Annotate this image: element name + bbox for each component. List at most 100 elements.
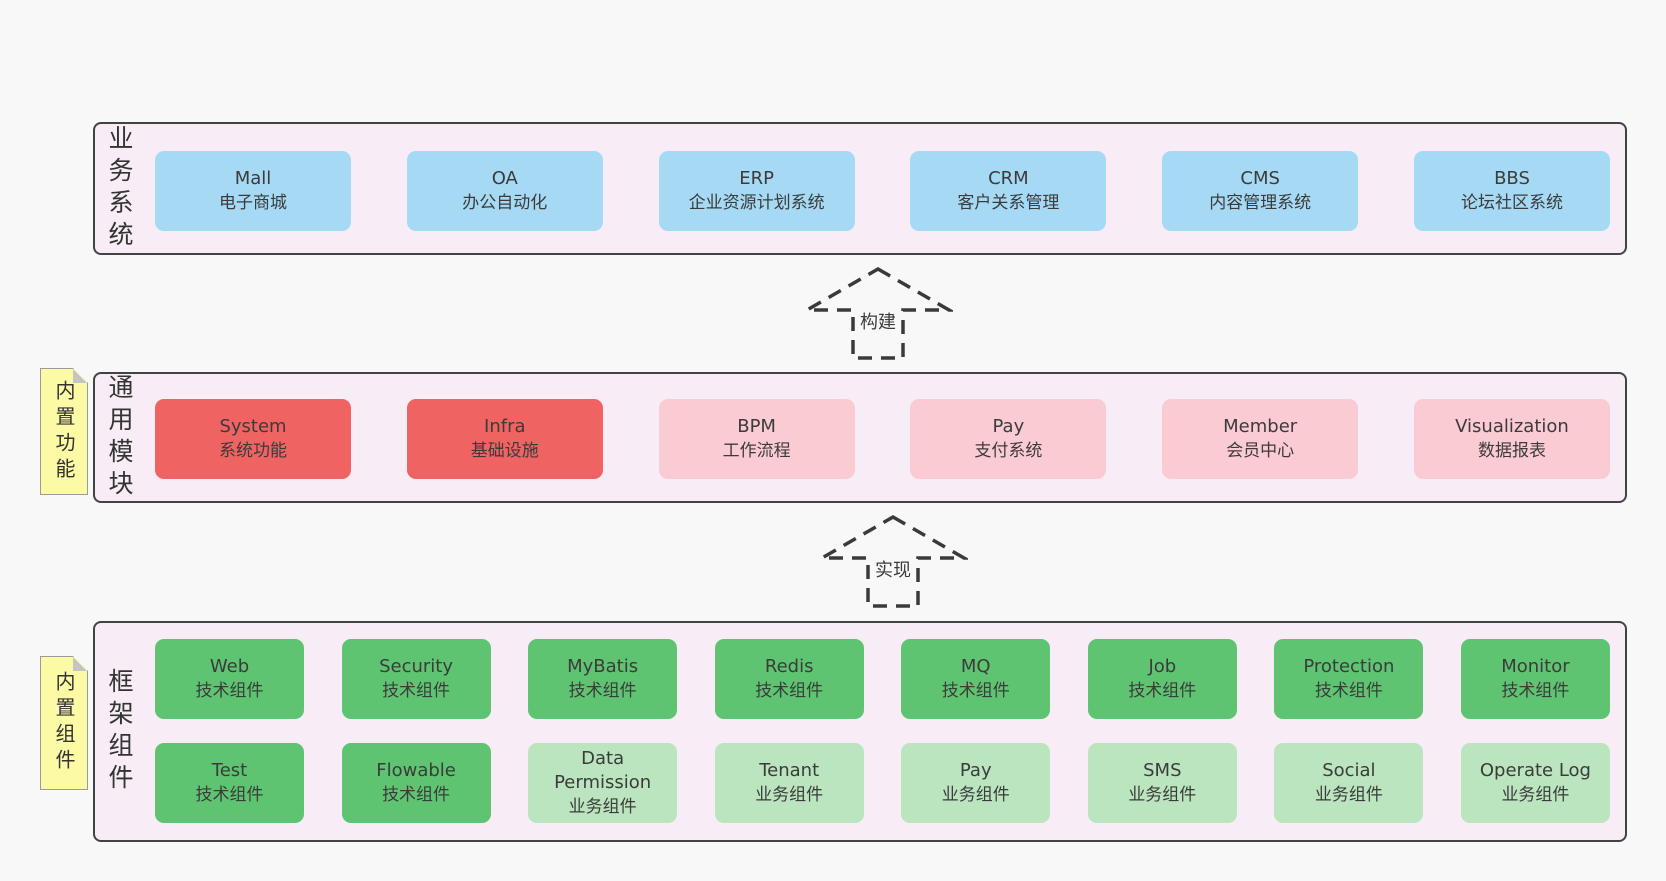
box-subtitle: 技术组件 — [382, 785, 451, 805]
box-title: Flowable — [376, 760, 456, 781]
box-erp: ERP 企业资源计划系统 — [658, 151, 855, 231]
box-subtitle: 技术组件 — [195, 785, 264, 805]
box-subtitle: 会员中心 — [1226, 441, 1295, 461]
box-title: Web — [209, 656, 250, 677]
box-operate-log: Operate Log 业务组件 — [1460, 743, 1610, 823]
box-subtitle: 系统功能 — [219, 441, 287, 461]
box-subtitle: 内容管理系统 — [1209, 193, 1312, 213]
box-job: Job 技术组件 — [1087, 639, 1237, 719]
box-title: SMS — [1143, 760, 1182, 781]
box-subtitle: 业务组件 — [568, 797, 637, 817]
build-arrow-label: 构建 — [856, 307, 900, 335]
box-title: Job — [1148, 656, 1177, 677]
box-subtitle: 办公自动化 — [462, 193, 548, 213]
box-pay: Pay 业务组件 — [901, 743, 1051, 823]
box-title: Infra — [484, 416, 526, 437]
box-title: Pay — [959, 760, 992, 781]
box-system: System 系统功能 — [155, 399, 351, 479]
box-title: Data Permission — [554, 748, 652, 793]
box-title: Mall — [234, 168, 272, 189]
box-member: Member 会员中心 — [1162, 399, 1359, 479]
box-protection: Protection 技术组件 — [1274, 639, 1424, 719]
layer-label-business-systems: 业务系统 — [105, 124, 134, 253]
box-subtitle: 企业资源计划系统 — [688, 193, 825, 213]
box-subtitle: 业务组件 — [941, 785, 1010, 805]
box-subtitle: 业务组件 — [1501, 785, 1570, 805]
box-subtitle: 基础设施 — [470, 441, 539, 461]
box-oa: OA 办公自动化 — [406, 151, 603, 231]
box-subtitle: 技术组件 — [1128, 681, 1197, 701]
box-subtitle: 客户关系管理 — [957, 193, 1060, 213]
box-title: BBS — [1494, 168, 1530, 189]
box-subtitle: 技术组件 — [568, 681, 637, 701]
box-title: CMS — [1240, 168, 1280, 189]
box-subtitle: 业务组件 — [1314, 785, 1383, 805]
box-subtitle: 技术组件 — [941, 681, 1010, 701]
box-title: Operate Log — [1479, 760, 1591, 781]
box-cms: CMS 内容管理系统 — [1162, 151, 1359, 231]
box-subtitle: 技术组件 — [1314, 681, 1383, 701]
box-title: Visualization — [1455, 416, 1569, 437]
box-title: Redis — [764, 656, 814, 677]
box-mall: Mall 电子商城 — [155, 151, 351, 231]
box-bpm: BPM 工作流程 — [658, 399, 855, 479]
sticky-note-text: 内置组件 — [52, 671, 76, 775]
box-infra: Infra 基础设施 — [406, 399, 603, 479]
common-modules-boxes: System 系统功能 Infra 基础设施 BPM 工作流程 Pay 支付系统 Member 会… — [155, 399, 1610, 479]
dashed-up-arrow-icon — [818, 514, 968, 608]
sticky-note-built-in-components: 内置组件 — [40, 656, 88, 790]
box-title: Monitor — [1501, 656, 1570, 677]
component-row: System 系统功能 Infra 基础设施 BPM 工作流程 Pay 支付系统 Member 会… — [155, 399, 1610, 479]
box-title: Member — [1223, 416, 1298, 437]
box-title: CRM — [988, 168, 1029, 189]
box-title: MQ — [960, 656, 991, 677]
box-sms: SMS 业务组件 — [1087, 743, 1237, 823]
box-subtitle: 业务组件 — [1128, 785, 1197, 805]
box-subtitle: 技术组件 — [195, 681, 264, 701]
box-title: Security — [379, 656, 454, 677]
component-row: Test 技术组件 Flowable 技术组件 Data Permission 业务组件 T… — [155, 743, 1610, 823]
box-security: Security 技术组件 — [341, 639, 491, 719]
box-subtitle: 电子商城 — [219, 193, 287, 213]
box-subtitle: 技术组件 — [382, 681, 451, 701]
box-pay: Pay 支付系统 — [910, 399, 1107, 479]
box-crm: CRM 客户关系管理 — [910, 151, 1107, 231]
business-systems-boxes: Mall 电子商城 OA 办公自动化 ERP 企业资源计划系统 CRM 客户关系管理 CMS 内容… — [155, 151, 1610, 231]
dashed-up-arrow-icon — [803, 266, 953, 360]
box-title: System — [219, 416, 287, 437]
box-data-permission: Data Permission 业务组件 — [528, 743, 678, 823]
box-mq: MQ 技术组件 — [901, 639, 1051, 719]
box-subtitle: 技术组件 — [755, 681, 824, 701]
box-subtitle: 数据报表 — [1477, 441, 1546, 461]
sticky-note-text: 内置功能 — [52, 379, 76, 484]
layer-label-common-modules: 通用模块 — [105, 373, 134, 502]
implement-arrow: 实现 — [818, 514, 968, 610]
box-title: Pay — [992, 416, 1025, 437]
layer-label-framework-components: 框架组件 — [105, 667, 134, 796]
component-row: Mall 电子商城 OA 办公自动化 ERP 企业资源计划系统 CRM 客户关系管理 CMS 内容… — [155, 151, 1610, 231]
box-title: OA — [491, 168, 518, 189]
build-arrow: 构建 — [803, 266, 953, 362]
sticky-note-built-in-functions: 内置功能 — [40, 368, 88, 495]
box-subtitle: 技术组件 — [1501, 681, 1570, 701]
box-monitor: Monitor 技术组件 — [1460, 639, 1610, 719]
box-title: ERP — [739, 168, 774, 189]
box-test: Test 技术组件 — [155, 743, 304, 823]
box-subtitle: 论坛社区系统 — [1460, 193, 1563, 213]
box-title: Test — [211, 760, 248, 781]
box-flowable: Flowable 技术组件 — [341, 743, 491, 823]
box-title: Protection — [1303, 656, 1395, 677]
box-visualization: Visualization 数据报表 — [1413, 399, 1610, 479]
box-title: BPM — [737, 416, 776, 437]
box-redis: Redis 技术组件 — [714, 639, 864, 719]
box-subtitle: 工作流程 — [722, 441, 791, 461]
layer-panel-business-systems: 业务系统 Mall 电子商城 OA 办公自动化 ERP 企业资源计划系统 CRM 客户关系管理… — [93, 122, 1627, 255]
box-subtitle: 支付系统 — [974, 441, 1043, 461]
implement-arrow-label: 实现 — [871, 555, 915, 583]
